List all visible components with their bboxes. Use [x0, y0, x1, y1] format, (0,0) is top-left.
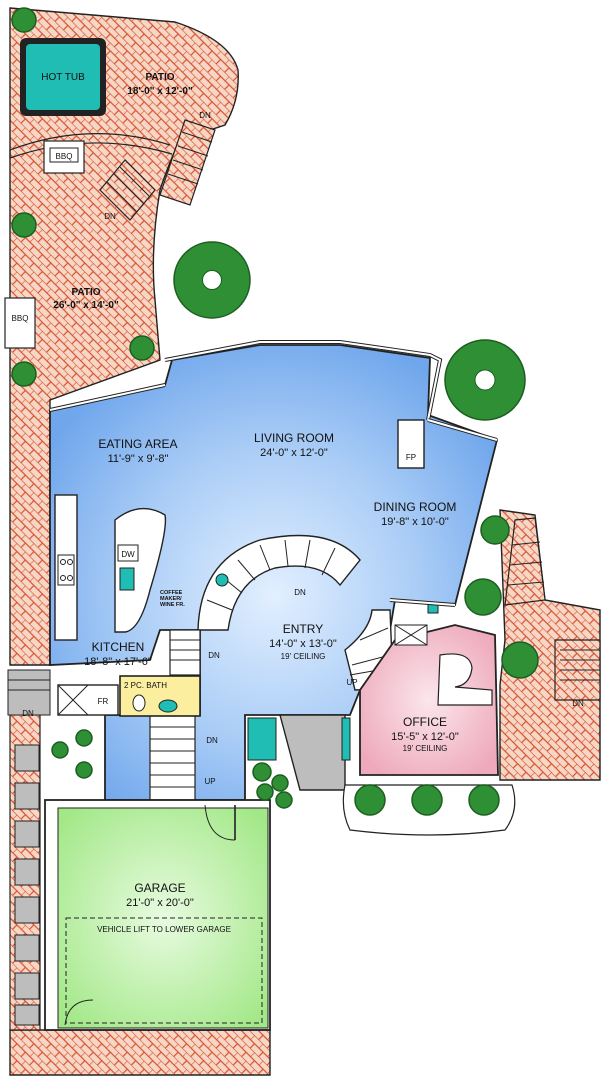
svg-text:DN: DN	[199, 111, 211, 120]
hot-tub-label: HOT TUB	[41, 72, 85, 83]
tree-icon	[480, 515, 510, 545]
bbq-lower: BBQ	[4, 297, 36, 349]
hot-tub: HOT TUB	[20, 38, 106, 116]
svg-text:DN: DN	[208, 651, 220, 660]
living-room-dims: 24'-0" x 12'-0"	[260, 447, 328, 459]
entry-hall	[279, 714, 346, 791]
svg-text:COFFEE: COFFEE	[160, 590, 183, 596]
svg-text:DN: DN	[104, 212, 116, 221]
tree-icon	[51, 741, 69, 759]
garage-note: VEHICLE LIFT TO LOWER GARAGE	[97, 925, 231, 934]
tree-icon	[271, 774, 289, 792]
office-dims: 15'-5" x 12'-0"	[391, 731, 459, 743]
fireplace: FP	[397, 419, 425, 469]
tree-icon	[75, 729, 93, 747]
tree-icon	[11, 361, 37, 387]
kitchen-stair: DN	[169, 629, 220, 676]
svg-text:DW: DW	[121, 550, 135, 559]
entry-note: 19' CEILING	[281, 652, 326, 661]
exterior-stairs-upper: DN	[159, 111, 216, 206]
garage-name: GARAGE	[134, 881, 185, 895]
fridge: FR	[57, 684, 119, 716]
tree-icon	[411, 784, 443, 816]
svg-text:BBQ: BBQ	[12, 314, 29, 323]
patio-upper-dims: 18'-0" x 12'-0"	[127, 86, 193, 97]
svg-text:DN: DN	[206, 736, 218, 745]
svg-text:DN: DN	[294, 588, 306, 597]
exterior-stairs-left: DN	[99, 159, 156, 221]
eating-area-dims: 11'-9" x 9'-8"	[108, 453, 169, 465]
svg-text:MAKER/: MAKER/	[160, 596, 182, 602]
svg-text:2 PC. BATH: 2 PC. BATH	[124, 681, 167, 690]
svg-text:DN: DN	[572, 699, 584, 708]
tree-icon	[75, 761, 93, 779]
bathroom: 2 PC. BATH	[119, 675, 201, 717]
office-note: 19' CEILING	[403, 744, 448, 753]
tree-icon	[11, 212, 37, 238]
svg-text:UP: UP	[346, 678, 357, 687]
tree-icon	[464, 578, 502, 616]
patio-upper-name: PATIO	[145, 72, 174, 83]
patio-bottom-surface	[9, 1029, 271, 1076]
svg-text:WINE FR.: WINE FR.	[160, 602, 185, 608]
tree-icon	[275, 791, 293, 809]
tree-icon	[501, 641, 539, 679]
patio-lower-dims: 26'-0" x 14'-0"	[53, 300, 119, 311]
tree-icon	[256, 783, 274, 801]
svg-text:FP: FP	[406, 453, 416, 462]
svg-text:UP: UP	[204, 777, 215, 786]
curved-staircase: DN	[197, 534, 361, 631]
dining-room-name: DINING ROOM	[374, 500, 457, 514]
garage: GARAGE 21'-0" x 20'-0" VEHICLE LIFT TO L…	[44, 799, 271, 1031]
exterior-stairs-right: DN	[554, 639, 601, 708]
office-name: OFFICE	[403, 715, 447, 729]
tree-icon	[252, 762, 272, 782]
lower-stair: DN UP	[149, 714, 218, 801]
kitchen-name: KITCHEN	[92, 640, 145, 654]
kitchen-counter-left	[54, 494, 78, 641]
office-desk	[437, 653, 493, 706]
svg-text:DN: DN	[22, 709, 34, 718]
garage-dims: 21'-0" x 20'-0"	[126, 897, 194, 909]
svg-text:FR: FR	[98, 697, 109, 706]
dining-room-dims: 19'-8" x 10'-0"	[381, 516, 449, 528]
patio-walkway	[9, 133, 171, 151]
tree-icon	[129, 335, 155, 361]
entry-name: ENTRY	[283, 622, 323, 636]
kitchen-island: DW	[114, 507, 167, 633]
exterior-stairs-dining	[504, 517, 546, 606]
kitchen-dims: 18'-8" x 17'-6"	[84, 656, 152, 668]
tree-icon	[354, 784, 386, 816]
tree-icon	[11, 7, 37, 33]
patio-lower-name: PATIO	[71, 287, 100, 298]
bbq-upper: BBQ	[43, 140, 85, 174]
tree-trunk-icon	[474, 369, 496, 391]
living-room-name: LIVING ROOM	[254, 431, 334, 445]
paving-stones: DN	[7, 669, 51, 1026]
tree-trunk-icon	[202, 270, 222, 290]
entry-dims: 14'-0" x 13'-0"	[269, 638, 337, 650]
svg-text:BBQ: BBQ	[56, 152, 73, 161]
tree-icon	[468, 784, 500, 816]
eating-area-name: EATING AREA	[98, 437, 177, 451]
